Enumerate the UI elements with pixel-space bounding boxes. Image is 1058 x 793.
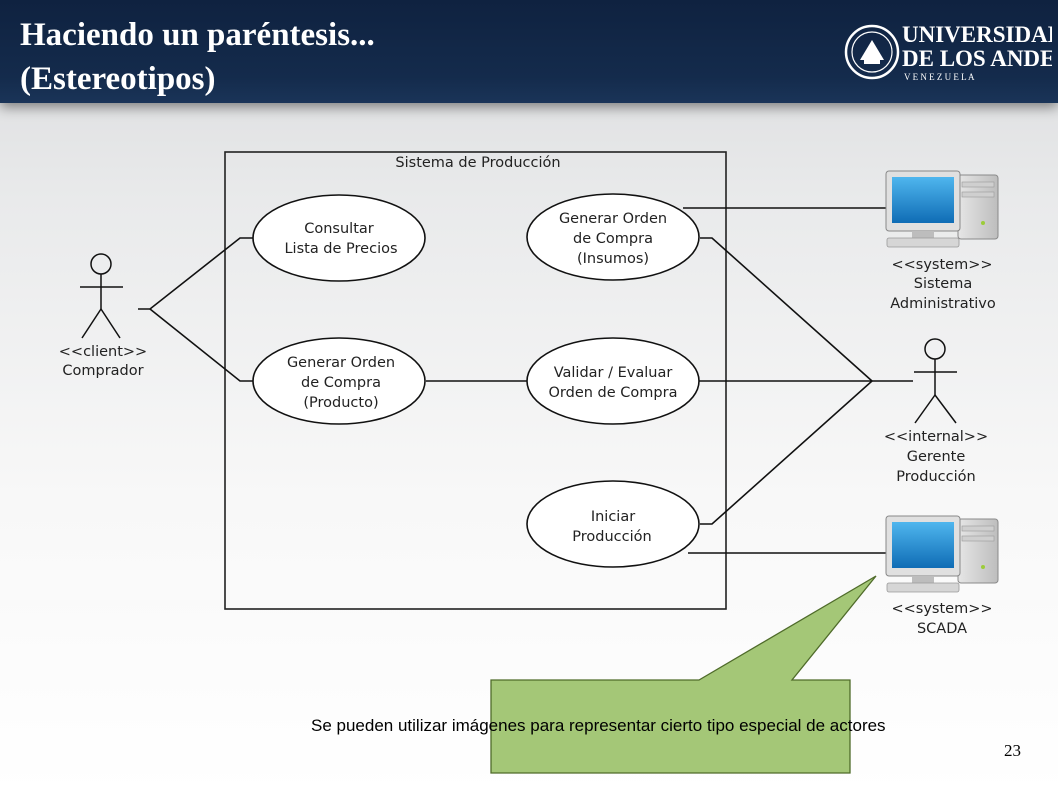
slide-title: Haciendo un paréntesis... (Estereotipos) [20,13,620,101]
actor-comprador-stereotype: <<client>> [59,344,147,360]
actor-sistema-administrativo: <<system>> Sistema Administrativo [885,170,999,312]
slide-title-line-1: Haciendo un paréntesis... [20,17,375,53]
slide-header: Haciendo un paréntesis... (Estereotipos)… [0,0,1058,103]
use-case-iniciar-line-2: Producción [572,529,651,545]
use-case-consultar-line-2: Lista de Precios [284,241,397,257]
use-case-iniciar-line-1: Iniciar [591,509,635,525]
university-logo: UNIVERSIDAD DE LOS ANDES V E N E Z U E L… [844,22,1052,82]
actor-scada: <<system>> SCADA [885,515,999,637]
logo-line-2: DE LOS ANDES [902,46,1052,71]
page-number: 23 [1004,741,1021,760]
university-seal-icon [844,24,900,80]
use-case-orden-producto: Generar Orden de Compra (Producto) [252,337,426,425]
actor-gerente-name-line-1: Gerente [907,449,966,465]
use-case-orden-producto-line-1: Generar Orden [287,355,395,371]
use-case-consultar-line-1: Consultar [304,221,374,237]
logo-line-1: UNIVERSIDAD [902,22,1052,47]
use-case-validar-line-2: Orden de Compra [549,385,678,401]
logo-line-3: V E N E Z U E L A [904,72,975,82]
computer-icon [885,170,999,248]
actor-gerente: <<internal>> Gerente Producción [884,338,988,485]
use-case-orden-insumos-line-3: (Insumos) [577,251,649,267]
use-case-orden-insumos-line-2: de Compra [573,231,653,247]
assoc-iniciar-gerente [700,380,873,525]
actor-comprador: <<client>> Comprador [59,253,147,379]
use-case-orden-producto-line-3: (Producto) [303,395,378,411]
stick-figure-icon [80,253,123,339]
assoc-comprador-consultar [138,237,253,310]
associations [138,207,913,554]
slide-title-line-2: (Estereotipos) [20,61,216,97]
use-case-orden-insumos: Generar Orden de Compra (Insumos) [526,193,700,281]
computer-icon [885,515,999,593]
actor-gerente-name-line-2: Producción [896,469,975,485]
use-case-consultar: Consultar Lista de Precios [252,194,426,282]
actor-gerente-stereotype: <<internal>> [884,429,988,445]
use-case-validar: Validar / Evaluar Orden de Compra [526,337,700,425]
use-case-orden-insumos-line-1: Generar Orden [559,211,667,227]
actor-scada-name: SCADA [917,621,967,637]
callout-bubble [490,575,877,774]
actor-scada-stereotype: <<system>> [891,601,992,617]
actor-comprador-name: Comprador [62,363,143,379]
actor-sistema-administrativo-name-line-1: Sistema [914,276,972,292]
use-case-validar-line-1: Validar / Evaluar [554,365,673,381]
use-case-iniciar: Iniciar Producción [526,480,700,568]
actor-sistema-administrativo-stereotype: <<system>> [891,257,992,273]
use-case-orden-producto-line-2: de Compra [301,375,381,391]
assoc-insumos-gerente [700,237,873,382]
system-label: Sistema de Producción [395,155,560,171]
callout-text: Se pueden utilizar imágenes para represe… [311,716,886,735]
assoc-comprador-orden-producto [149,308,253,382]
stick-figure-icon [914,338,957,424]
actor-sistema-administrativo-name-line-2: Administrativo [890,296,996,312]
